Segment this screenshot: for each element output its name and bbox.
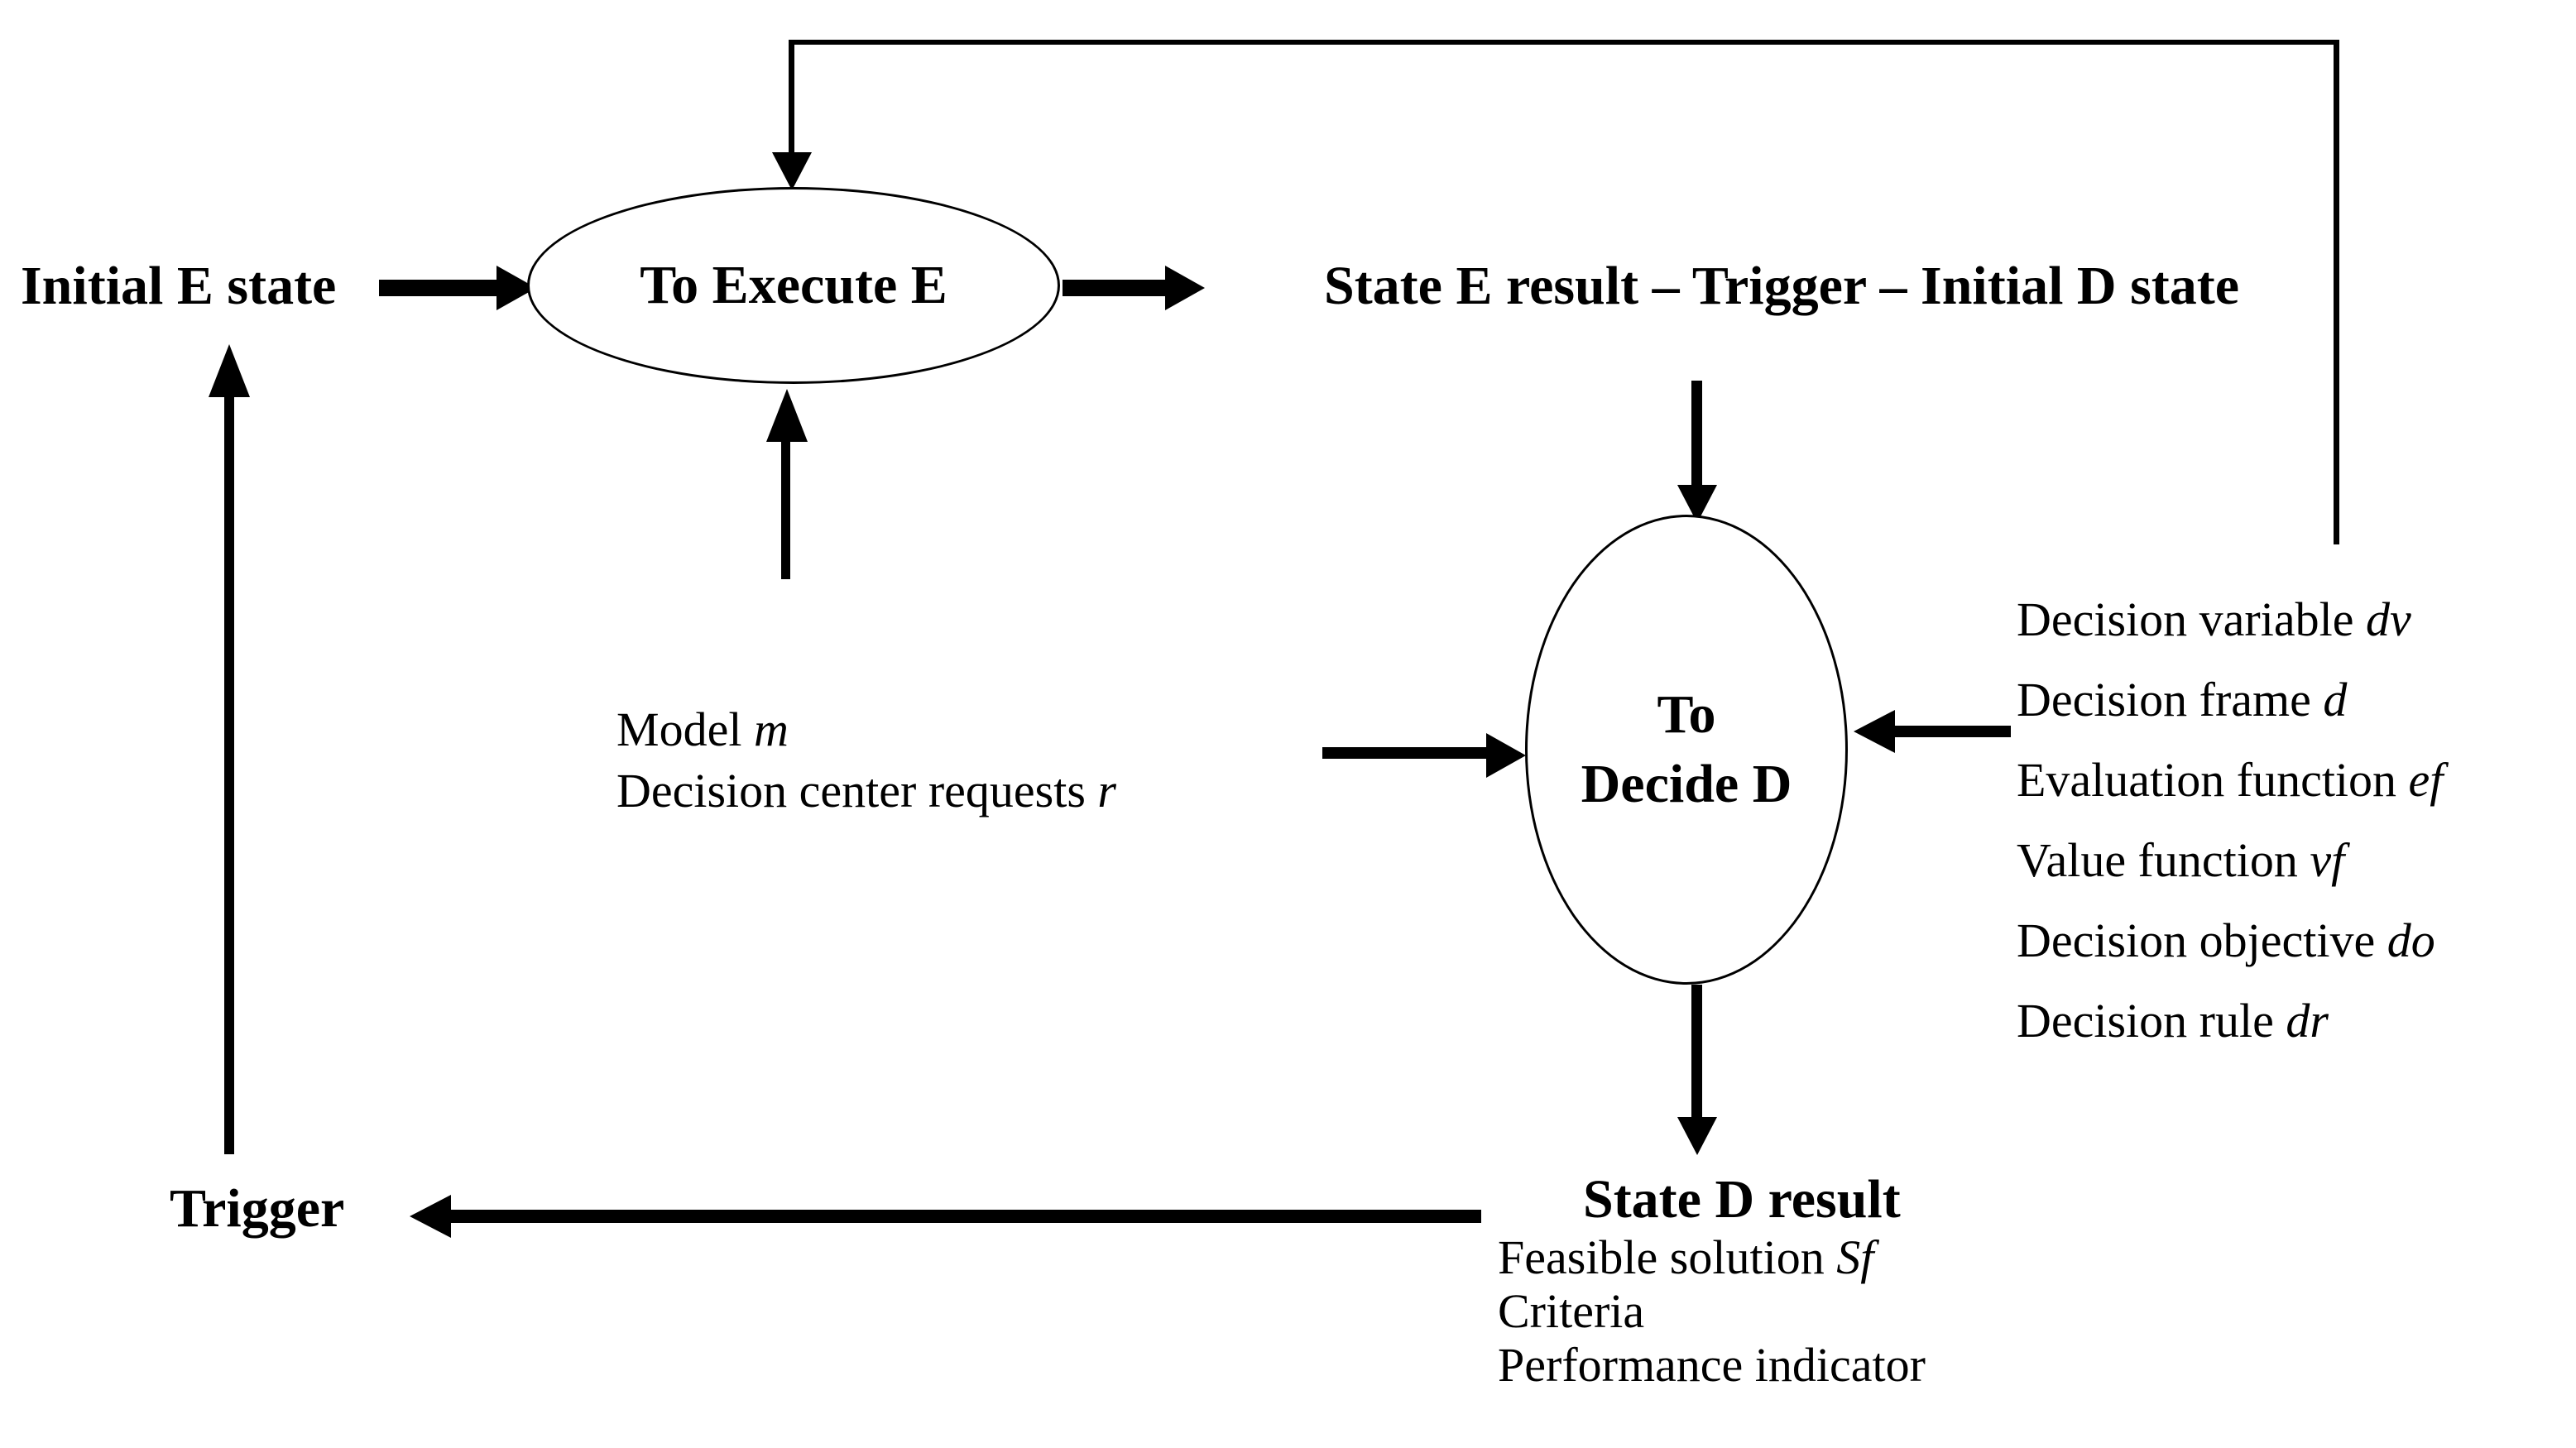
execute-input-var: m [753,702,789,756]
arrow-execute-to-result-shaft [1063,280,1167,296]
initial-e-state-label: Initial E state [21,256,337,316]
arrow-trigger-to-initial-head-icon [209,344,250,397]
arrow-model-to-execute-shaft [781,440,790,579]
arrow-inputs-to-decide-shaft [1893,726,2011,737]
decide-label-line1: To [1657,684,1716,745]
execute-inputs-list: Model m Decision center requests r [616,699,1116,822]
decide-output-line: Criteria [1498,1284,1926,1338]
execute-input-line: Decision center requests r [616,760,1116,822]
decide-input-line: Decision objective do [2017,900,2443,981]
decide-input-line: Decision frame d [2017,659,2443,740]
execute-input-line: Model m [616,699,1116,760]
arrow-decide-to-stated-head-icon [1677,1117,1717,1155]
arrow-stated-to-trigger-shaft [449,1210,1481,1223]
decide-label-line2: Decide D [1581,754,1792,814]
decide-input-var: ef [2408,753,2444,807]
execute-ellipse-label: To Execute E [640,255,947,315]
decide-inputs-list: Decision variable dv Decision frame d Ev… [2017,579,2443,1061]
decide-output-text: Performance indicator [1498,1338,1926,1392]
arrow-stated-to-trigger-head-icon [410,1195,451,1238]
loop-arrowhead-into-execute-icon [772,152,812,190]
decide-input-text: Decision objective [2017,913,2387,967]
decide-input-text: Decision frame [2017,673,2324,726]
decide-input-var: dv [2365,592,2411,646]
execute-input-var: r [1097,764,1116,817]
decide-input-line: Decision variable dv [2017,579,2443,659]
arrow-execute-to-result-head-icon [1165,266,1205,310]
execute-ellipse-node: To Execute E [527,187,1060,384]
decide-input-text: Decision rule [2017,994,2286,1048]
execute-input-text: Model [616,702,754,756]
decide-input-line: Value function vf [2017,820,2443,900]
state-e-result-label: State E result – Trigger – Initial D sta… [1324,256,2240,316]
arrow-model-to-execute-head-icon [766,389,808,442]
loop-left-vertical-line [789,40,794,154]
decide-input-text: Decision variable [2017,592,2366,646]
arrow-decide-to-stated-shaft [1691,985,1702,1119]
decide-input-line: Decision rule dr [2017,981,2443,1061]
loop-top-line [791,40,2339,45]
decide-input-var: dr [2286,994,2329,1048]
arrow-trigger-to-initial-shaft [224,396,234,1154]
decide-output-var: Sf [1836,1230,1874,1284]
decide-input-text: Evaluation function [2017,753,2409,807]
decide-output-text: Feasible solution [1498,1230,1837,1284]
decide-input-text: Value function [2017,833,2310,887]
decide-outputs-list: Feasible solution Sf Criteria Performanc… [1498,1230,1926,1392]
loop-right-vertical-line [2334,40,2339,544]
trigger-label: Trigger [170,1178,345,1239]
decide-output-line: Feasible solution Sf [1498,1230,1926,1284]
state-d-result-label: State D result [1583,1169,1901,1230]
decide-input-var: do [2387,913,2435,967]
decide-input-var: d [2323,673,2348,726]
arrow-model-to-decide-head-icon [1486,733,1526,778]
decide-output-text: Criteria [1498,1284,1645,1338]
arrow-result-to-decide-shaft [1691,381,1702,487]
decide-ellipse-node: To Decide D [1525,515,1848,985]
decide-output-line: Performance indicator [1498,1338,1926,1392]
arrow-inputs-to-decide-head-icon [1854,710,1895,753]
execute-input-text: Decision center requests [616,764,1098,817]
decide-ellipse-label: To Decide D [1581,680,1792,819]
decide-input-var: vf [2310,833,2345,887]
arrow-model-to-decide-shaft [1322,747,1488,759]
decide-input-line: Evaluation function ef [2017,740,2443,820]
arrow-initial-to-execute-shaft [379,280,498,296]
